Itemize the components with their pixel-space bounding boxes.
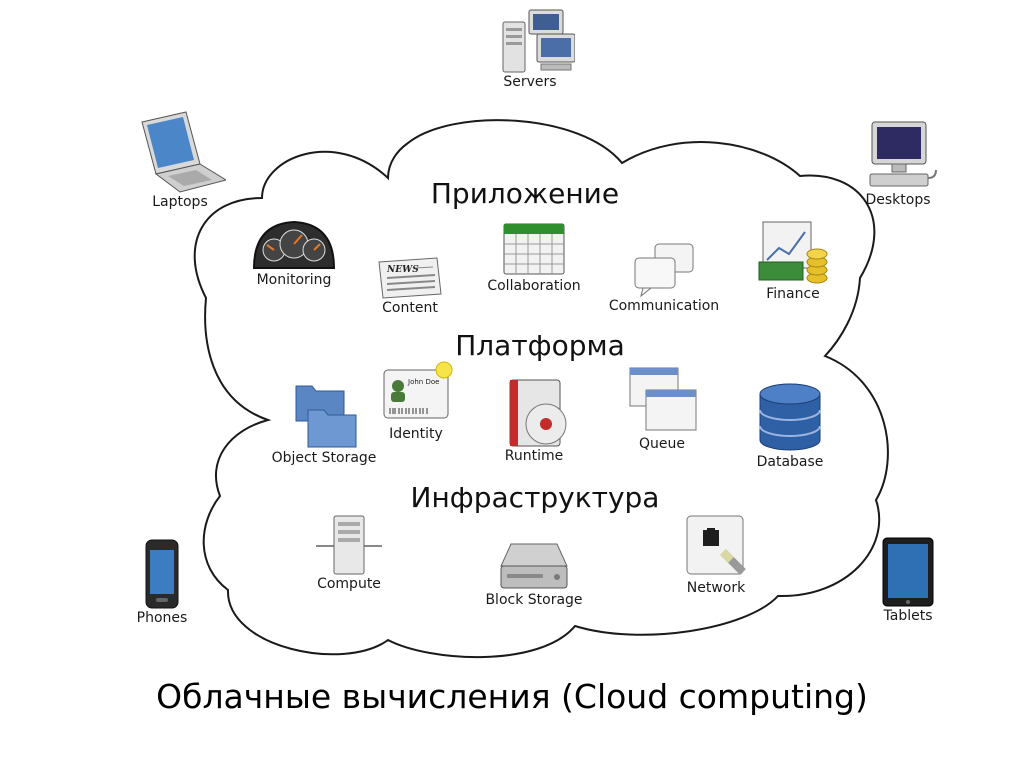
- database-cylinder-icon: [759, 383, 821, 451]
- network-plug-icon: [686, 515, 746, 575]
- network-label: Network: [686, 580, 746, 596]
- desktops-node: Desktops: [852, 120, 944, 208]
- diagram-caption: Облачные вычисления (Cloud computing): [156, 677, 868, 716]
- runtime-node: Runtime: [486, 378, 582, 464]
- monitoring-node: Monitoring: [236, 218, 352, 288]
- finance-node: Finance: [748, 220, 838, 302]
- phone-icon: [145, 539, 179, 609]
- content-label: Content: [382, 300, 438, 316]
- infrastructure-layer-heading: Инфраструктура: [410, 481, 660, 514]
- identity-label: Identity: [389, 426, 443, 442]
- communication-node: Communication: [600, 242, 728, 314]
- servers-label: Servers: [503, 74, 557, 90]
- communication-label: Communication: [608, 298, 720, 314]
- windows-queue-icon: [629, 367, 697, 431]
- laptop-icon: [141, 111, 226, 193]
- runtime-disc-icon: [509, 379, 567, 447]
- phones-node: Phones: [122, 538, 202, 626]
- database-label: Database: [756, 454, 824, 470]
- laptops-label: Laptops: [152, 194, 208, 210]
- folders-icon: [295, 385, 357, 448]
- object-storage-node: Object Storage: [262, 380, 386, 466]
- desktop-icon: [869, 121, 937, 187]
- phones-label: Phones: [136, 610, 188, 626]
- block-storage-node: Block Storage: [472, 540, 596, 608]
- compute-label: Compute: [317, 576, 381, 592]
- tablets-node: Tablets: [868, 536, 948, 624]
- collaboration-node: Collaboration: [476, 220, 592, 294]
- finance-chart-money-icon: [758, 221, 828, 284]
- servers-node: Servers: [470, 8, 590, 90]
- id-card-icon: John Doe: [383, 361, 453, 419]
- dashboard-gauge-icon: [252, 220, 336, 269]
- compute-server-icon: [316, 515, 382, 575]
- platform-layer-heading: Платформа: [455, 329, 625, 362]
- database-node: Database: [742, 378, 838, 470]
- finance-label: Finance: [766, 286, 820, 302]
- content-node: NEWS Content: [360, 256, 460, 316]
- tablet-icon: [882, 537, 934, 607]
- calendar-icon: [503, 223, 565, 275]
- tablets-label: Tablets: [883, 608, 933, 624]
- monitoring-label: Monitoring: [256, 272, 332, 288]
- desktops-label: Desktops: [865, 192, 931, 208]
- newspaper-icon: NEWS: [378, 257, 442, 299]
- compute-node: Compute: [304, 514, 394, 592]
- queue-node: Queue: [618, 366, 706, 452]
- identity-node: John Doe Identity: [372, 360, 460, 442]
- news-text: NEWS: [386, 265, 419, 275]
- john-doe-text: John Doe: [407, 378, 439, 386]
- laptops-node: Laptops: [130, 110, 230, 210]
- hard-drive-icon: [500, 543, 568, 589]
- block-storage-label: Block Storage: [485, 592, 583, 608]
- collaboration-label: Collaboration: [487, 278, 581, 294]
- speech-bubbles-icon: [634, 243, 694, 298]
- object-storage-label: Object Storage: [271, 450, 377, 466]
- servers-icon: [502, 9, 575, 73]
- queue-label: Queue: [639, 436, 685, 452]
- runtime-label: Runtime: [504, 448, 564, 464]
- application-layer-heading: Приложение: [430, 177, 620, 210]
- network-node: Network: [670, 514, 762, 596]
